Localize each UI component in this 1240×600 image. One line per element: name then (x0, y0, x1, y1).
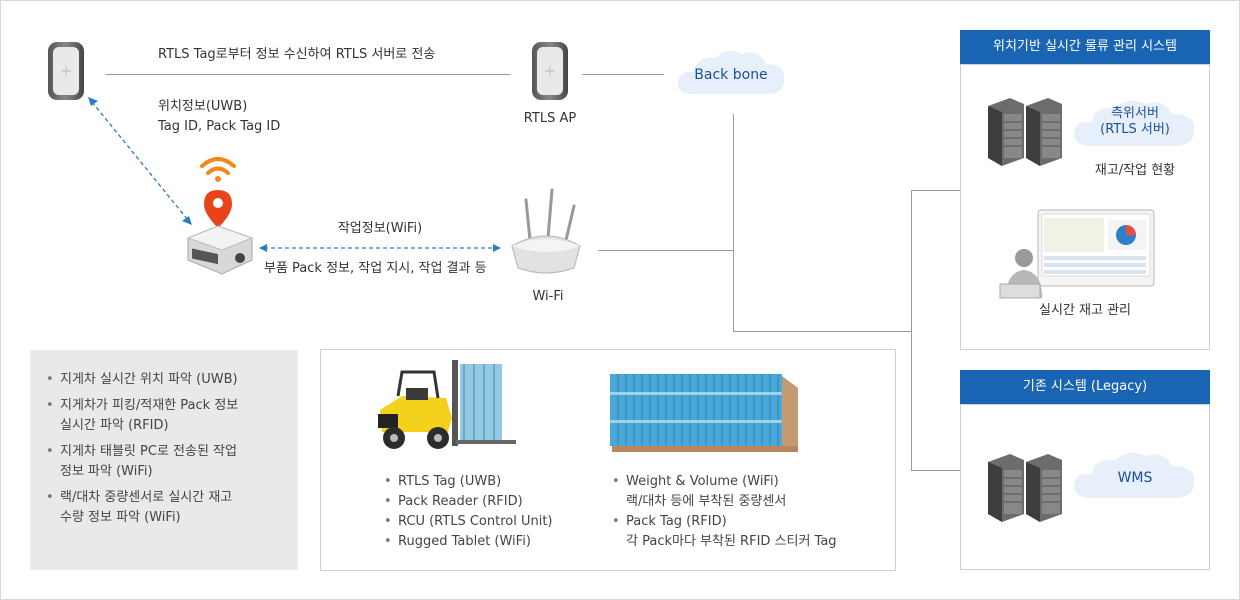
forklift-icon (378, 360, 516, 449)
backbone-cloud: Back bone (672, 46, 790, 104)
arrowhead-uwb-top (88, 97, 98, 106)
tag-device-icon (186, 157, 254, 275)
legacy-system-title: 기존 시스템 (Legacy) (960, 370, 1210, 404)
systems-vertical-line (911, 190, 912, 470)
monitor-operator-icon (999, 209, 1155, 299)
wifi-router-icon (511, 188, 581, 274)
arrowhead-uwb-bottom (182, 216, 192, 225)
server-rack-icon (988, 454, 1062, 522)
monitor-caption: 실시간 재고 관리 (1039, 303, 1131, 318)
forklift-items-list: RTLS Tag (UWB) Pack Reader (RFID) RCU (R… (382, 472, 602, 552)
rtls-ap-label: RTLS AP (523, 111, 577, 126)
arrowhead-wifi-right (493, 244, 501, 252)
uwb-anchor-icon (48, 42, 84, 100)
backbone-down-line (733, 114, 734, 332)
battery-rack-icon (610, 374, 798, 452)
cloud-icon (1073, 100, 1195, 146)
cloud-icon (677, 50, 785, 94)
cloud-icon (1073, 452, 1195, 498)
feature-item: 지게차 태블릿 PC로 전송된 작업정보 파악 (WiFi) (44, 442, 289, 482)
server-rack-icon (988, 98, 1062, 166)
wms-cloud: WMS (1070, 448, 1200, 506)
rtls-system-title: 위치기반 실시간 물류 관리 시스템 (960, 30, 1210, 64)
server-caption: 재고/작업 현황 (1094, 163, 1176, 178)
uwb-dashed-arrow (91, 101, 189, 221)
work-info-label: 작업정보(WiFi) (337, 221, 423, 236)
rack-item: Weight & Volume (WiFi)랙/대차 등에 부착된 중량센서 (610, 472, 890, 512)
features-list: 지게차 실시간 위치 파악 (UWB) 지게차가 피킹/적재한 Pack 정보실… (44, 370, 289, 528)
features-box: 지게차 실시간 위치 파악 (UWB) 지게차가 피킹/적재한 Pack 정보실… (30, 350, 298, 570)
rack-items-list: Weight & Volume (WiFi)랙/대차 등에 부착된 중량센서 P… (610, 472, 890, 552)
to-rtls-system-line (911, 190, 961, 191)
location-info-line2: Tag ID, Pack Tag ID (158, 119, 281, 134)
wifi-label: Wi-Fi (532, 289, 564, 304)
rtls-server-cloud: 측위서버 (RTLS 서버) (1070, 96, 1200, 154)
forklift-item: Rugged Tablet (WiFi) (382, 532, 602, 552)
work-info-detail: 부품 Pack 정보, 작업 지시, 작업 결과 등 (264, 261, 487, 276)
feature-item: 지게차 실시간 위치 파악 (UWB) (44, 370, 289, 390)
forklift-item: Pack Reader (RFID) (382, 492, 602, 512)
server-cloud-line1: 측위서버 (1111, 106, 1159, 121)
trunk-to-systems-line (733, 331, 911, 332)
rack-item: Pack Tag (RFID)각 Pack마다 부착된 RFID 스티커 Tag (610, 512, 890, 552)
forklift-item: RTLS Tag (UWB) (382, 472, 602, 492)
forklift-item: RCU (RTLS Control Unit) (382, 512, 602, 532)
wifi-trunk-line (598, 250, 733, 251)
location-info-line1: 위치정보(UWB) (158, 99, 248, 114)
rtls-ap-icon (532, 42, 568, 100)
backbone-label: Back bone (694, 67, 768, 83)
uwb-link-text: RTLS Tag로부터 정보 수신하여 RTLS 서버로 전송 (158, 47, 436, 62)
ap-backbone-line (582, 74, 664, 75)
arrowhead-wifi-left (259, 244, 267, 252)
server-cloud-line2: (RTLS 서버) (1100, 122, 1170, 137)
uwb-link-line (106, 74, 510, 75)
dashed-links (88, 97, 501, 252)
to-legacy-system-line (911, 470, 961, 471)
wms-label: WMS (1117, 470, 1153, 486)
